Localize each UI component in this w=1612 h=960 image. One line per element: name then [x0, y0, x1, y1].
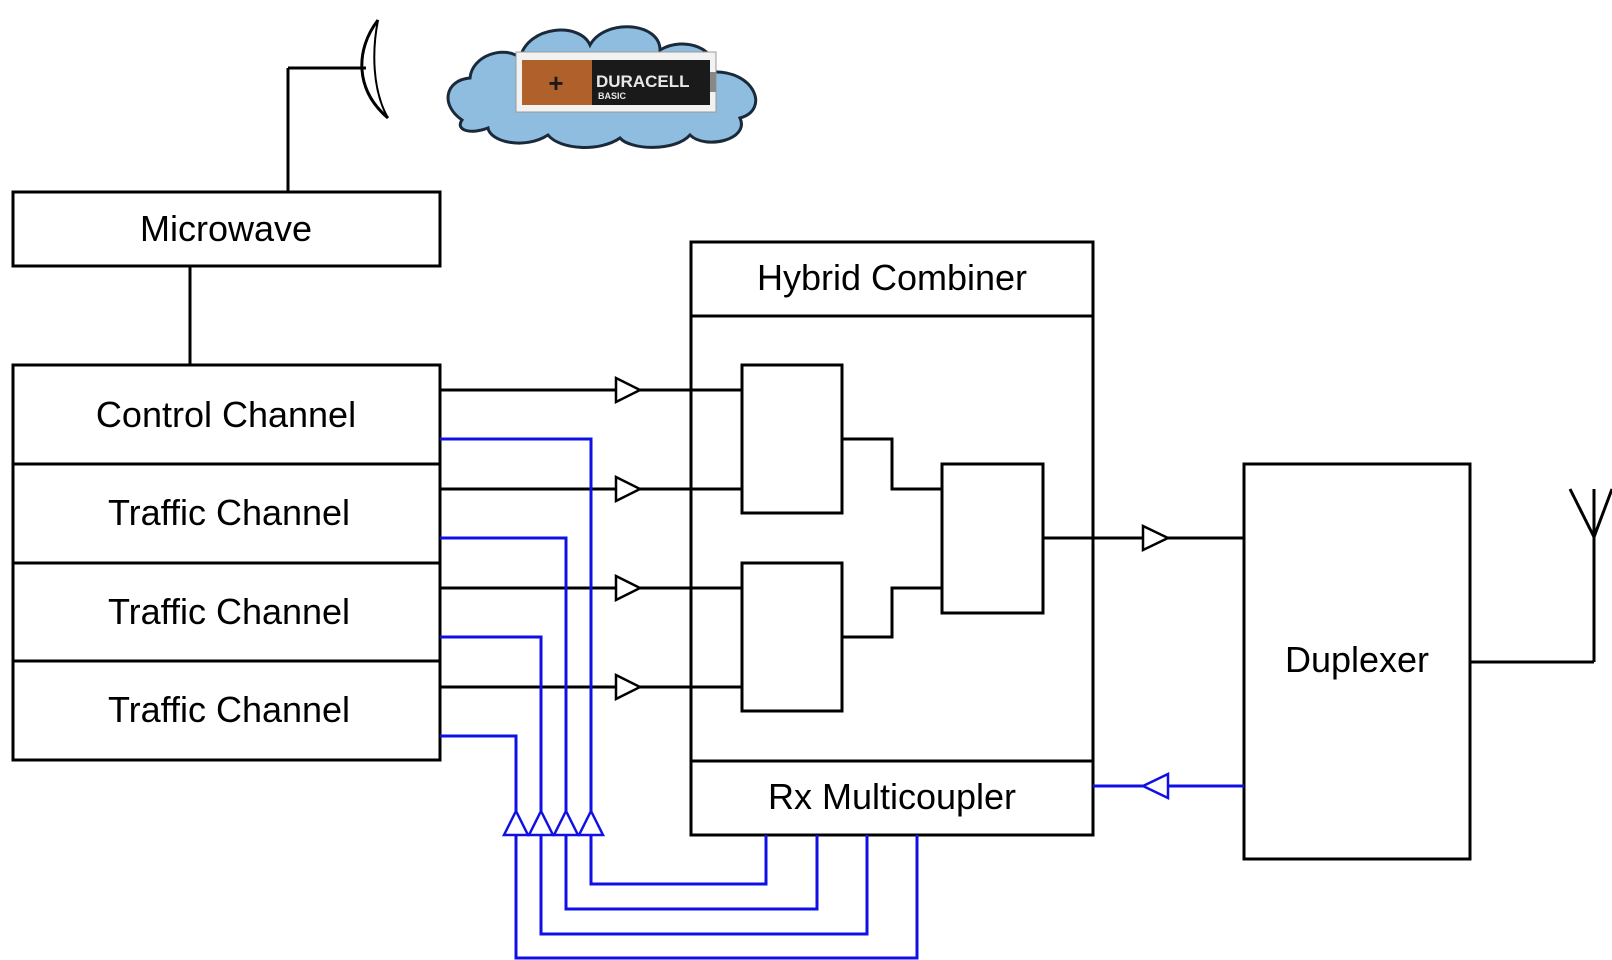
traffic-channel-label-3: Traffic Channel [108, 689, 350, 730]
combiner-block-lower [740, 561, 844, 713]
battery-brand: DURACELL [596, 72, 690, 91]
traffic-channel-label-2: Traffic Channel [108, 591, 350, 632]
transmit-arrows [614, 375, 1171, 702]
duplexer-label: Duplexer [1285, 639, 1429, 680]
receive-arrows [501, 772, 1170, 837]
battery-subtitle: BASIC [598, 91, 627, 101]
battery-icon: + DURACELL BASIC [515, 51, 717, 113]
traffic-channel-box-2 [11, 561, 442, 663]
duplexer-box [1242, 462, 1472, 861]
antenna-icon [1470, 488, 1612, 664]
combiner-block-output [940, 462, 1045, 615]
microwave-label: Microwave [140, 208, 312, 249]
traffic-channel-box-3 [11, 659, 442, 762]
battery-polarity: + [548, 68, 563, 98]
microwave-dish-icon [288, 19, 389, 120]
rx-multicoupler-label: Rx Multicoupler [768, 776, 1016, 817]
microwave-box [11, 190, 442, 268]
combiner-block-upper [740, 363, 844, 515]
traffic-channel-label-1: Traffic Channel [108, 492, 350, 533]
hybrid-combiner-label: Hybrid Combiner [757, 257, 1027, 298]
control-channel-label: Control Channel [96, 394, 356, 435]
